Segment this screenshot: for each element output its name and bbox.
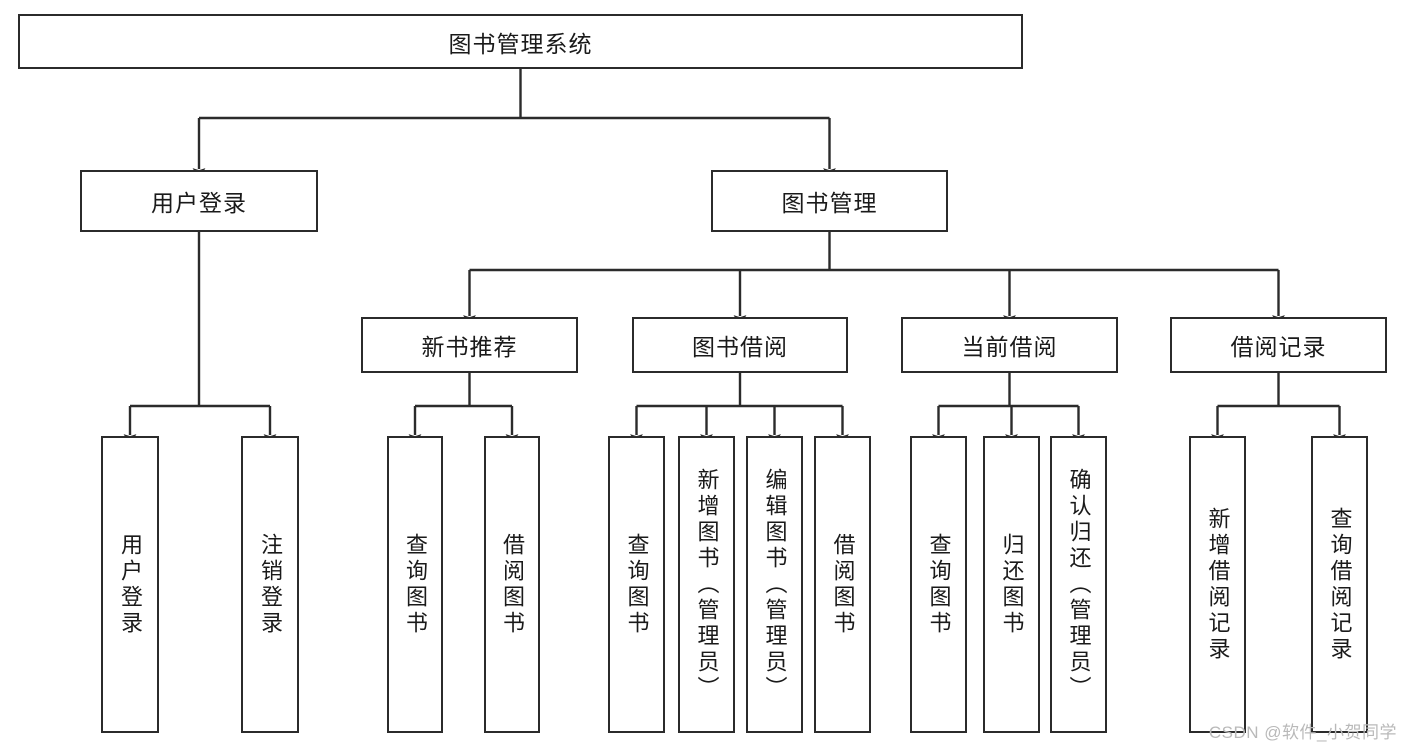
node-edit-book-admin[interactable]: 编辑图书（管理员） <box>746 436 803 733</box>
node-label: 编辑图书（管理员） <box>762 467 788 702</box>
node-label: 借阅记录 <box>1230 334 1327 360</box>
node-book-borrow[interactable]: 图书借阅 <box>632 317 848 373</box>
node-add-borrow-record[interactable]: 新增借阅记录 <box>1189 436 1246 733</box>
node-confirm-return-admin[interactable]: 确认归还（管理员） <box>1050 436 1107 733</box>
node-label: 图书管理系统 <box>448 30 593 57</box>
node-current-borrow[interactable]: 当前借阅 <box>901 317 1118 373</box>
node-label: 图书借阅 <box>692 334 788 360</box>
node-label: 查询图书 <box>624 532 650 637</box>
node-label: 注销登录 <box>258 532 283 637</box>
node-query-borrow-record[interactable]: 查询借阅记录 <box>1311 436 1368 733</box>
node-add-book-admin[interactable]: 新增图书（管理员） <box>678 436 735 733</box>
node-label: 确认归还（管理员） <box>1066 467 1092 702</box>
node-label: 查询图书 <box>926 532 952 637</box>
node-label: 用户登录 <box>151 190 247 216</box>
node-user-login-leaf[interactable]: 用户登录 <box>101 436 159 733</box>
node-label: 借阅图书 <box>830 532 856 637</box>
node-borrow-record[interactable]: 借阅记录 <box>1170 317 1387 373</box>
node-root[interactable]: 图书管理系统 <box>18 14 1023 69</box>
node-label: 借阅图书 <box>500 532 525 637</box>
node-label: 归还图书 <box>999 532 1025 637</box>
node-query-book-3[interactable]: 查询图书 <box>910 436 967 733</box>
watermark-text: CSDN @软件_小贺同学 <box>1208 723 1397 742</box>
node-label: 当前借阅 <box>961 334 1058 360</box>
node-query-book-2[interactable]: 查询图书 <box>608 436 665 733</box>
node-book-management[interactable]: 图书管理 <box>711 170 948 232</box>
node-return-book[interactable]: 归还图书 <box>983 436 1040 733</box>
node-label: 查询图书 <box>403 532 428 637</box>
node-label: 查询借阅记录 <box>1327 506 1353 663</box>
node-label: 新增图书（管理员） <box>694 467 720 702</box>
node-query-book-1[interactable]: 查询图书 <box>387 436 443 733</box>
node-label: 新书推荐 <box>421 334 518 360</box>
node-label: 图书管理 <box>781 190 878 216</box>
node-borrow-book-1[interactable]: 借阅图书 <box>484 436 540 733</box>
node-user-login[interactable]: 用户登录 <box>80 170 318 232</box>
node-borrow-book-2[interactable]: 借阅图书 <box>814 436 871 733</box>
node-label: 用户登录 <box>118 532 143 637</box>
node-new-book-recommend[interactable]: 新书推荐 <box>361 317 578 373</box>
node-label: 新增借阅记录 <box>1205 506 1231 663</box>
node-user-logout-leaf[interactable]: 注销登录 <box>241 436 299 733</box>
